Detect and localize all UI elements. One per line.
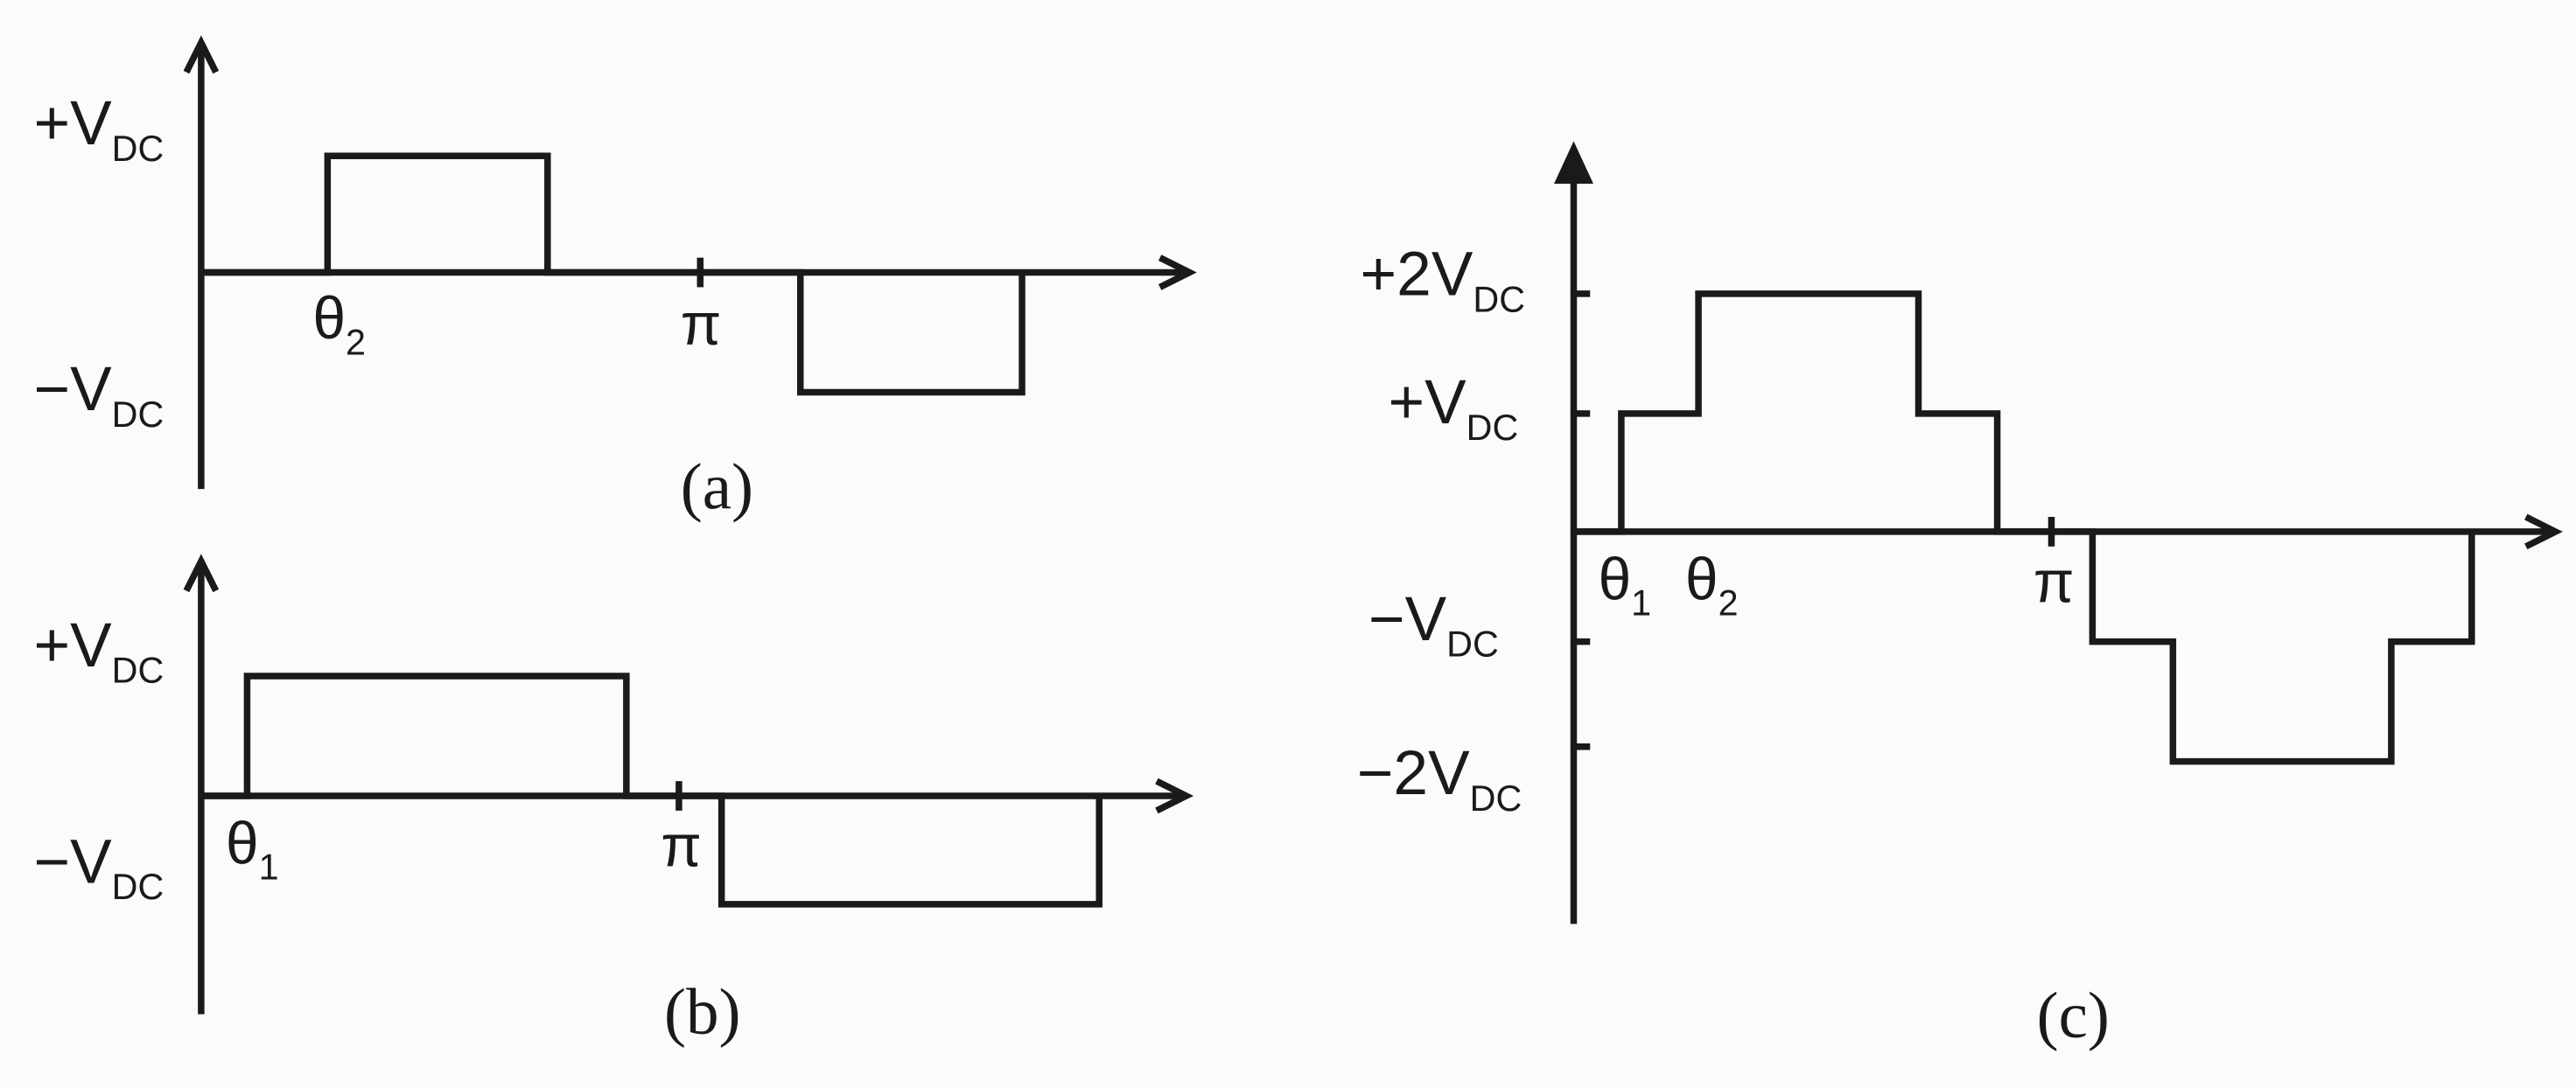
- panel-a-x-arrow: [1158, 255, 1197, 290]
- panel-a-neg-vdc-label: −VDC: [33, 354, 164, 435]
- panel-a-pos-vdc-label: +VDC: [33, 88, 164, 169]
- panel-a-theta2-label: θ2: [312, 286, 366, 363]
- panel-c-neg1-vdc-label: −VDC: [1368, 584, 1499, 665]
- panel-c-y-arrow: [1553, 141, 1593, 185]
- panel-c-pos2-vdc-label: +2VDC: [1361, 240, 1525, 320]
- panel-a: +VDC −VDC θ2 π (a): [33, 35, 1197, 524]
- panel-a-y-arrow: [183, 35, 220, 74]
- panel-c-pi-label: π: [2034, 550, 2075, 616]
- panel-b-neg-vdc-label: −VDC: [33, 826, 164, 907]
- panel-c-caption: (c): [2037, 980, 2110, 1052]
- panel-c-waveform: [1573, 290, 2475, 765]
- panel-c-theta2-label: θ2: [1685, 547, 1739, 624]
- panel-c-theta1-label: θ1: [1599, 547, 1652, 624]
- panel-a-pi-label: π: [681, 292, 722, 358]
- panel-b-x-arrow: [1155, 778, 1194, 814]
- panel-a-caption: (a): [681, 451, 753, 524]
- panel-b-waveform: [200, 673, 1102, 908]
- panel-b-pi-label: π: [661, 814, 702, 880]
- panel-a-waveform: [200, 152, 1026, 396]
- panel-b-pos-vdc-label: +VDC: [33, 610, 164, 691]
- panel-c-neg2-vdc-label: −2VDC: [1357, 738, 1522, 819]
- panel-b-y-arrow: [183, 554, 220, 593]
- panel-b: +VDC −VDC θ1 π (b): [33, 554, 1194, 1049]
- panel-b-caption: (b): [664, 976, 741, 1049]
- panel-c-x-arrow: [2524, 513, 2563, 550]
- panel-b-theta1-label: θ1: [226, 811, 279, 888]
- panel-c-pos1-vdc-label: +VDC: [1388, 367, 1518, 448]
- panel-c: +2VDC +VDC −VDC −2VDC θ1 θ2 π (c): [1357, 141, 2563, 1052]
